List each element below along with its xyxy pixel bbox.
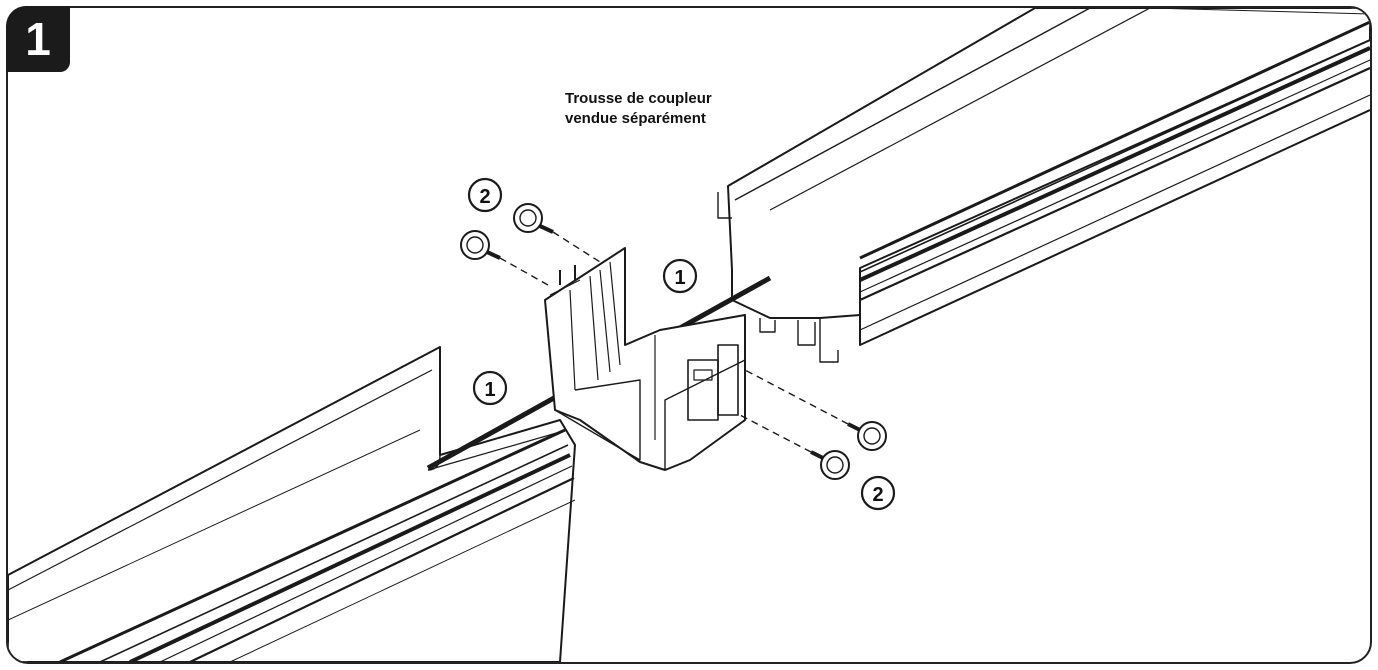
thumb-screw-4 bbox=[739, 414, 850, 480]
callout-insert-left: 1 bbox=[472, 370, 508, 406]
callout-screws-bottom: 2 bbox=[860, 475, 896, 511]
callout-screws-top: 2 bbox=[467, 177, 503, 213]
right-gutter-section bbox=[717, 8, 1370, 363]
thumb-screw-1 bbox=[460, 230, 549, 286]
thumb-screw-3 bbox=[744, 369, 887, 451]
kit-sold-separately-note: Trousse de coupleur vendue séparément bbox=[565, 89, 712, 129]
callout-insert-right-label: 1 bbox=[674, 267, 685, 289]
kit-note-line-1: Trousse de coupleur bbox=[565, 90, 712, 107]
kit-note-line-2: vendue séparément bbox=[565, 110, 706, 127]
gutter-coupler bbox=[544, 247, 746, 471]
callout-insert-right: 1 bbox=[662, 258, 698, 294]
callout-screws-bottom-label: 2 bbox=[872, 484, 883, 506]
callout-screws-top-label: 2 bbox=[479, 186, 490, 208]
left-gutter-section bbox=[8, 346, 576, 662]
callout-insert-left-label: 1 bbox=[484, 379, 495, 401]
thumb-screw-2 bbox=[513, 203, 601, 263]
step-number-badge: 1 bbox=[6, 6, 70, 72]
